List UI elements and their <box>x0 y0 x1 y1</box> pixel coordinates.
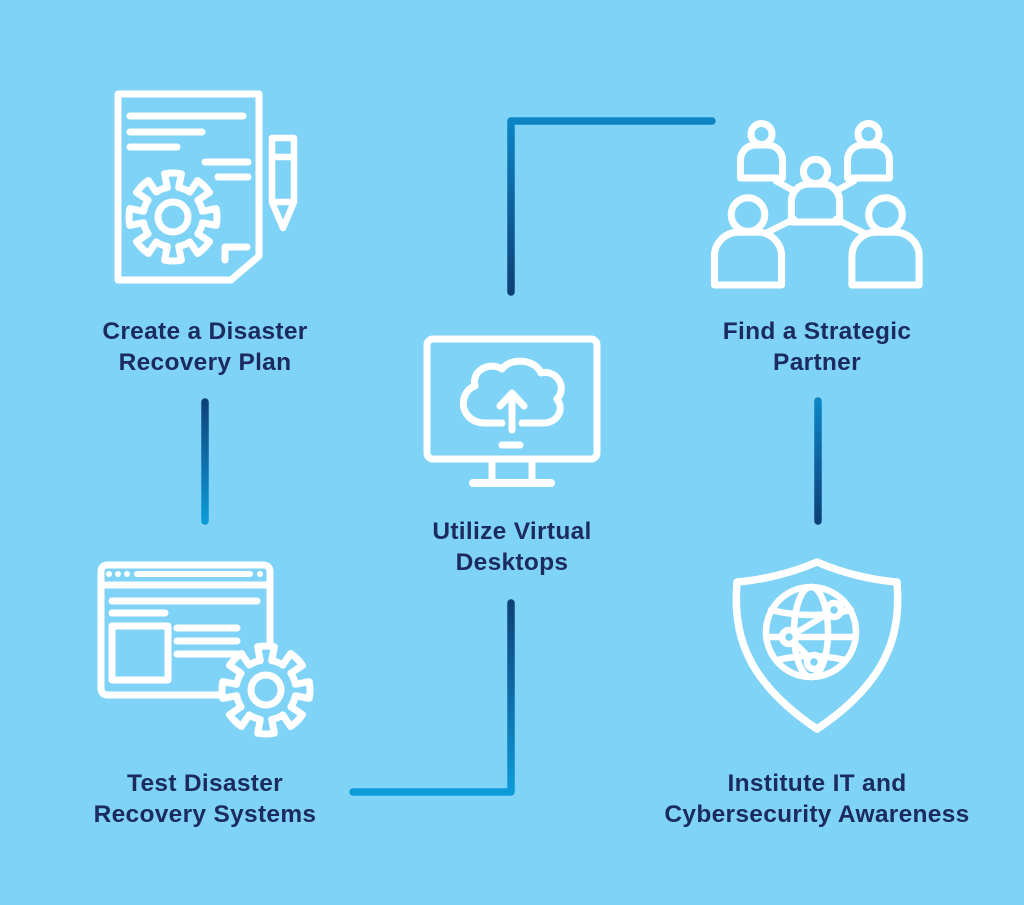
person-icon <box>791 159 839 222</box>
connector-bottomleft-to-center <box>349 599 515 796</box>
node-label-virtual-desktops: Utilize Virtual Desktops <box>432 518 592 576</box>
connector-center-to-topright <box>507 117 716 296</box>
person-icon <box>741 124 783 179</box>
people-network-icon <box>710 112 920 290</box>
shield-icon <box>732 558 902 733</box>
node-label-create-plan: Create a Disaster Recovery Plan <box>102 318 308 376</box>
node-label-test-systems: Test Disaster Recovery Systems <box>93 770 317 828</box>
person-icon <box>852 198 919 285</box>
node-label-find-partner: Find a Strategic Partner <box>722 318 912 376</box>
node-label-cyber-awareness: Institute IT and Cybersecurity Awareness <box>664 770 970 828</box>
person-icon <box>848 124 890 179</box>
shield-globe-icon <box>732 558 902 733</box>
document-gear-pencil-icon <box>114 90 298 284</box>
person-icon <box>714 198 781 285</box>
cloud-icon <box>459 357 565 427</box>
browser-gear-icon <box>97 561 312 736</box>
gear-icon <box>222 646 310 734</box>
monitor-cloud-upload-icon <box>423 335 601 487</box>
globe-icon <box>762 583 860 681</box>
gear-icon <box>129 173 217 261</box>
pencil-icon <box>268 134 298 232</box>
